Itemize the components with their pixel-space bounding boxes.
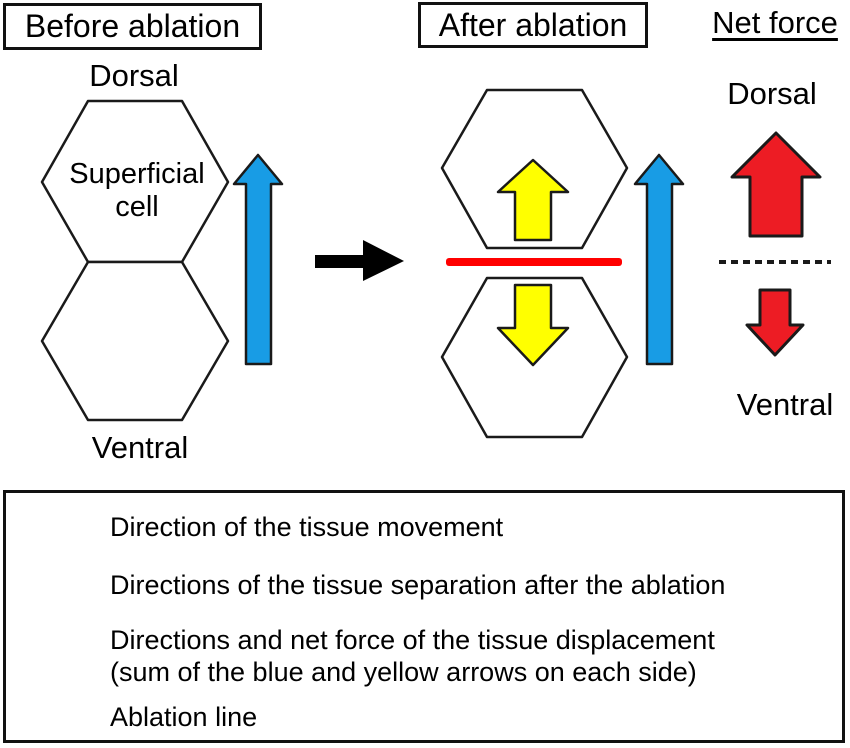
before-ventral-label: Ventral — [91, 430, 189, 465]
legend-item-separation-label: Directions of the tissue separation afte… — [110, 570, 726, 600]
net-force-dorsal-label: Dorsal — [727, 76, 817, 111]
before-dorsal-label: Dorsal — [89, 58, 179, 93]
legend-box — [3, 490, 845, 743]
legend-item-ablation-line-label: Ablation line — [110, 702, 258, 732]
after-ablation-title-text: After ablation — [438, 6, 628, 43]
hexagon-deep-cell-before — [40, 260, 230, 422]
blue-up-arrow-before — [232, 153, 284, 366]
transition-right-arrow — [315, 240, 404, 281]
net-force-ventral-red-arrow — [745, 288, 805, 357]
legend-item-movement-label: Direction of the tissue movement — [110, 512, 504, 542]
blue-up-arrow-after — [633, 153, 685, 366]
net-force-dorsal-red-arrow — [730, 131, 822, 238]
net-force-ventral-label: Ventral — [736, 387, 834, 422]
superficial-cell-label-line2: cell — [115, 191, 159, 223]
legend-item-displacement-line1: Directions and net force of the tissue d… — [110, 625, 715, 655]
legend-item-displacement-line2: (sum of the blue and yellow arrows on ea… — [110, 657, 697, 687]
yellow-up-arrow — [496, 158, 570, 242]
ablation-line — [446, 258, 622, 266]
before-ablation-title-text: Before ablation — [24, 8, 241, 44]
legend-item-displacement-label: Directions and net force of the tissue d… — [110, 624, 715, 688]
before-ablation-title: Before ablation — [3, 3, 262, 50]
yellow-down-arrow — [496, 283, 570, 367]
superficial-cell-label-line1: Superficial — [69, 158, 205, 190]
after-ablation-title: After ablation — [418, 2, 648, 48]
net-force-title: Net force — [712, 5, 838, 40]
superficial-cell-label: Superficial cell — [57, 158, 217, 224]
